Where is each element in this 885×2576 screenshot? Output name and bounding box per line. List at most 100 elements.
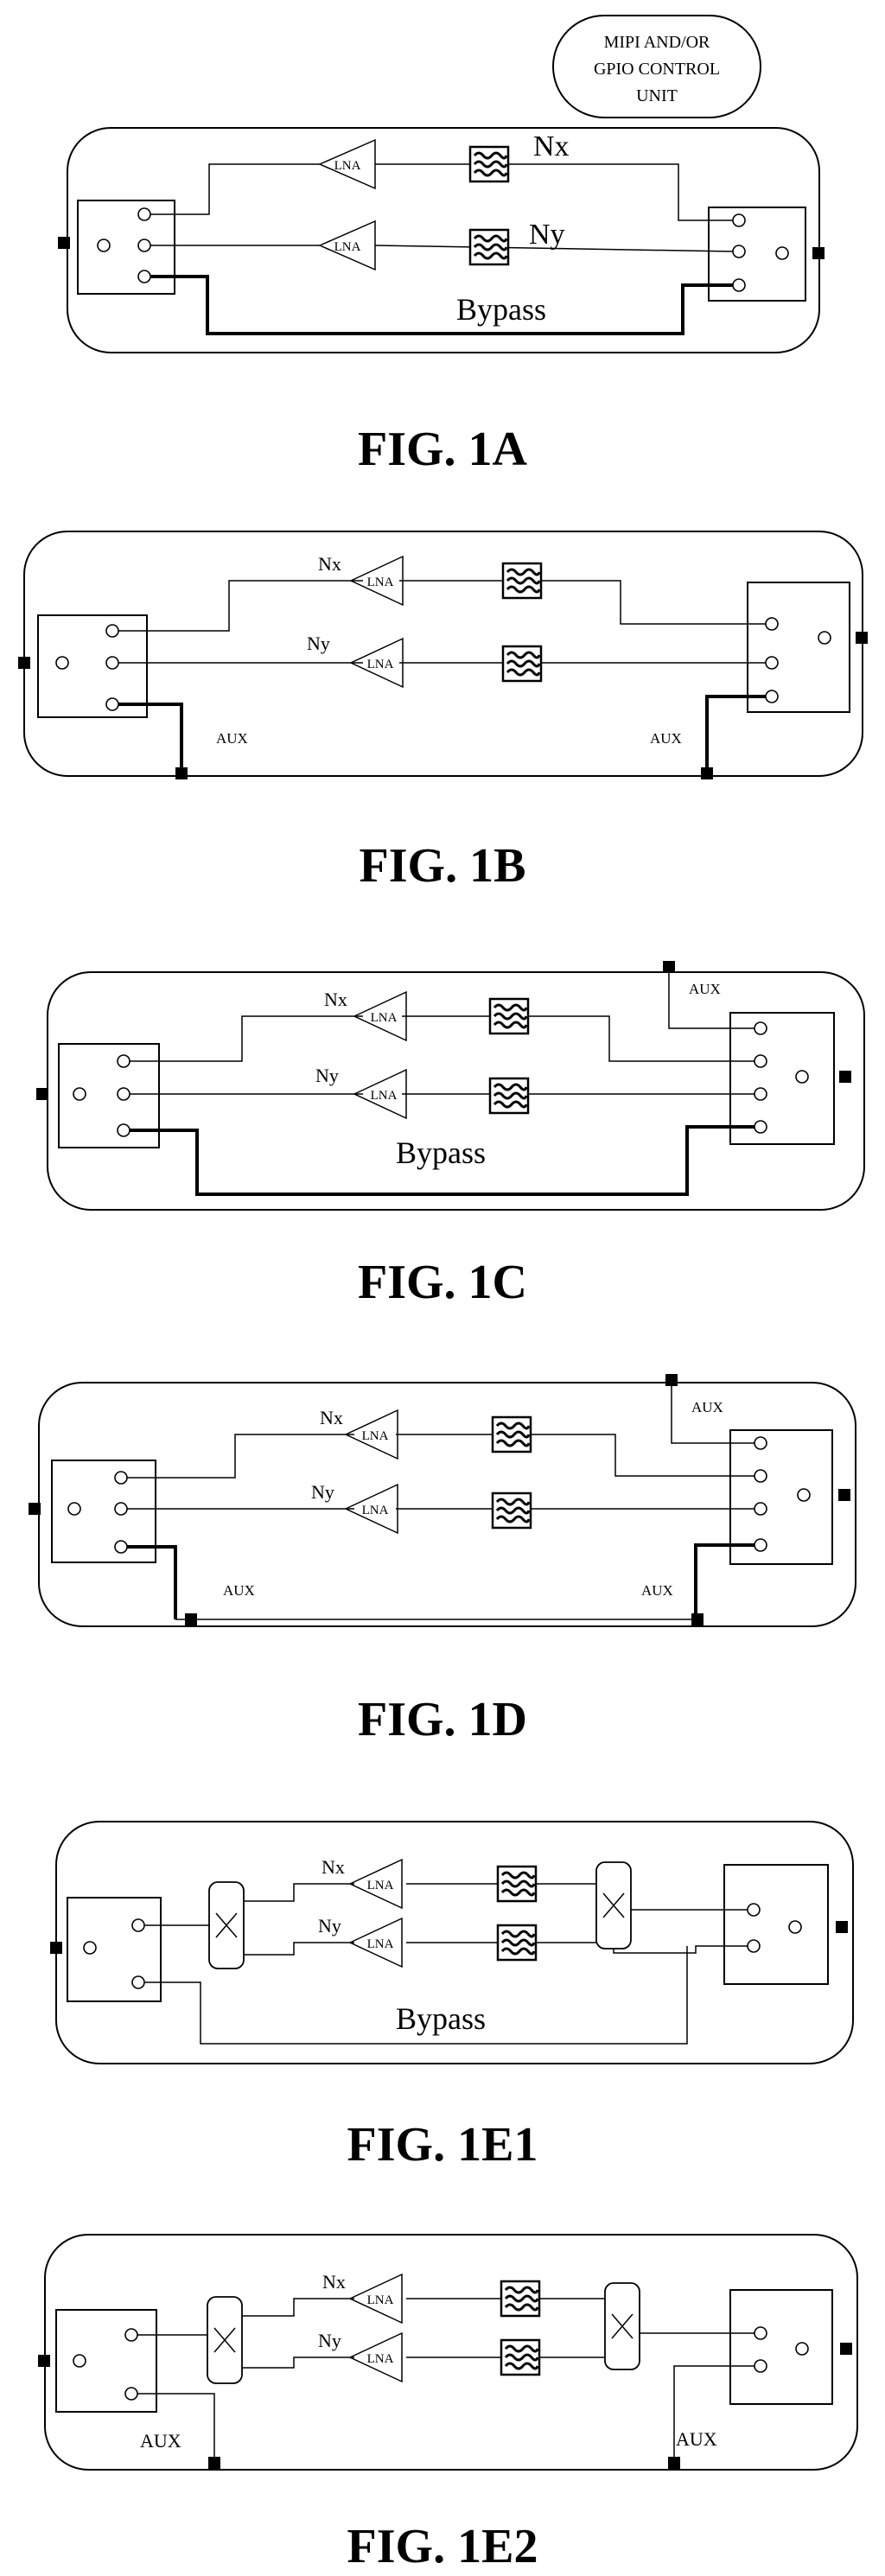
switch-common-port — [789, 1921, 801, 1933]
figure-caption-1c: FIG. 1C — [358, 1256, 527, 1309]
switch-common-port — [84, 1942, 96, 1954]
figure-1c: LNA LNA Nx Ny AUX Bypass FIG. 1C — [36, 961, 864, 1309]
lna-label: LNA — [334, 240, 361, 254]
switch-common-port — [776, 247, 788, 259]
switch-port — [118, 1088, 130, 1100]
lna-label: LNA — [371, 1011, 398, 1025]
lna-label: LNA — [367, 1879, 394, 1892]
switch-port — [748, 1940, 760, 1952]
figure-caption-1a: FIG. 1A — [358, 423, 528, 476]
lna-label: LNA — [362, 1504, 389, 1517]
switch-common-port — [56, 657, 68, 669]
switch-port — [115, 1503, 127, 1515]
switch-port — [754, 2360, 767, 2372]
output-switch-1c — [730, 1013, 834, 1144]
module-outline-1c — [48, 972, 864, 1210]
lna-label: LNA — [334, 159, 361, 173]
switch-port — [106, 698, 118, 710]
input-switch-1e1 — [67, 1898, 161, 2001]
aux-path-left-1e2 — [137, 2394, 214, 2463]
switch-port — [754, 1503, 767, 1515]
switch-common-port — [73, 2355, 86, 2367]
switch-port — [115, 1472, 127, 1484]
aux-label: AUX — [689, 981, 721, 997]
ny-label: Ny — [318, 1915, 341, 1937]
filter-nx-1c — [490, 999, 528, 1034]
bypass-label: Bypass — [456, 292, 546, 327]
switch-port — [125, 2388, 137, 2400]
figure-caption-1e2: FIG. 1E2 — [347, 2520, 538, 2573]
lna-label: LNA — [367, 2293, 394, 2307]
switch-port — [138, 208, 150, 220]
switch-port — [766, 657, 778, 669]
module-outline-1a — [67, 128, 819, 353]
figure-caption-1b: FIG. 1B — [360, 839, 526, 893]
output-terminal-1c — [839, 1071, 851, 1083]
aux-terminal-left-1d — [185, 1613, 197, 1625]
filter-nx-1d — [493, 1417, 531, 1452]
figure-1e2: LNA LNA Nx Ny AUX AUX FIG. 1E2 — [38, 2235, 857, 2573]
switch-port — [748, 1904, 760, 1916]
control-unit-line-2: GPIO CONTROL — [594, 60, 720, 79]
input-terminal-1b — [18, 657, 30, 669]
aux-terminal-left-1e2 — [208, 2457, 220, 2469]
aux-label: AUX — [691, 1399, 723, 1415]
aux-terminal-left-1b — [175, 767, 188, 779]
filter-ny-1e1 — [498, 1925, 536, 1960]
ny-label: Ny — [318, 2330, 341, 2351]
switch-port — [132, 1919, 144, 1931]
nx-label: Nx — [324, 989, 347, 1010]
switch-port — [132, 1976, 144, 1988]
input-terminal-1d — [29, 1503, 41, 1515]
filter-nx-1b — [503, 563, 541, 598]
input-terminal-1e1 — [50, 1942, 62, 1954]
output-switch-1e1 — [724, 1865, 828, 1984]
switch-port — [138, 270, 150, 283]
output-terminal-1a — [812, 247, 825, 259]
lna-label: LNA — [367, 576, 394, 589]
filter-nx-1a — [470, 147, 508, 181]
filter-ny-1d — [493, 1493, 531, 1528]
nx-label: Nx — [322, 2271, 346, 2293]
switch-port — [118, 1124, 130, 1136]
switch-port — [754, 1022, 767, 1034]
aux-path-left-1d — [127, 1547, 175, 1619]
switch-port — [118, 1055, 130, 1067]
aux-label: AUX — [223, 1582, 255, 1599]
hybrid-coupler-in-1e1 — [209, 1882, 244, 1969]
output-switch-1b — [748, 582, 850, 712]
aux-terminal-right-1b — [701, 767, 713, 779]
aux-path-left-1b — [118, 704, 181, 774]
switch-common-port — [798, 1489, 810, 1501]
output-switch-1e2 — [730, 2290, 832, 2404]
nx-label: Nx — [320, 1407, 343, 1428]
figure-caption-1d: FIG. 1D — [358, 1693, 527, 1746]
aux-label: AUX — [650, 730, 682, 747]
filter-ny-1a — [470, 230, 508, 264]
switch-port — [115, 1541, 127, 1553]
switch-common-port — [796, 2343, 808, 2355]
switch-port — [754, 2327, 767, 2339]
switch-port — [766, 618, 778, 630]
lna-label: LNA — [367, 658, 394, 671]
figure-1d: LNA LNA Nx Ny AUX AUX AUX FIG. 1D — [29, 1374, 856, 1746]
figure-1a: MIPI AND/OR GPIO CONTROL UNIT LNA LNA Nx… — [58, 16, 825, 476]
aux-terminal-right-1e2 — [668, 2457, 680, 2469]
filter-nx-1e2 — [501, 2281, 539, 2316]
input-terminal-1a — [58, 237, 70, 249]
filter-ny-1c — [490, 1078, 528, 1113]
module-outline-1b — [24, 531, 863, 776]
ny-label: Ny — [311, 1481, 334, 1503]
nx-label: Nx — [322, 1856, 345, 1878]
aux-terminal-top-1d — [665, 1374, 678, 1386]
switch-port — [754, 1121, 767, 1133]
ny-label: Ny — [529, 219, 565, 251]
ny-label: Ny — [307, 633, 330, 654]
aux-terminal-1c — [663, 961, 675, 973]
switch-port — [125, 2329, 137, 2341]
hybrid-coupler-in-1e2 — [207, 2297, 242, 2383]
filter-nx-1e1 — [498, 1867, 536, 1901]
switch-port — [754, 1055, 767, 1067]
output-terminal-1d — [838, 1489, 850, 1501]
